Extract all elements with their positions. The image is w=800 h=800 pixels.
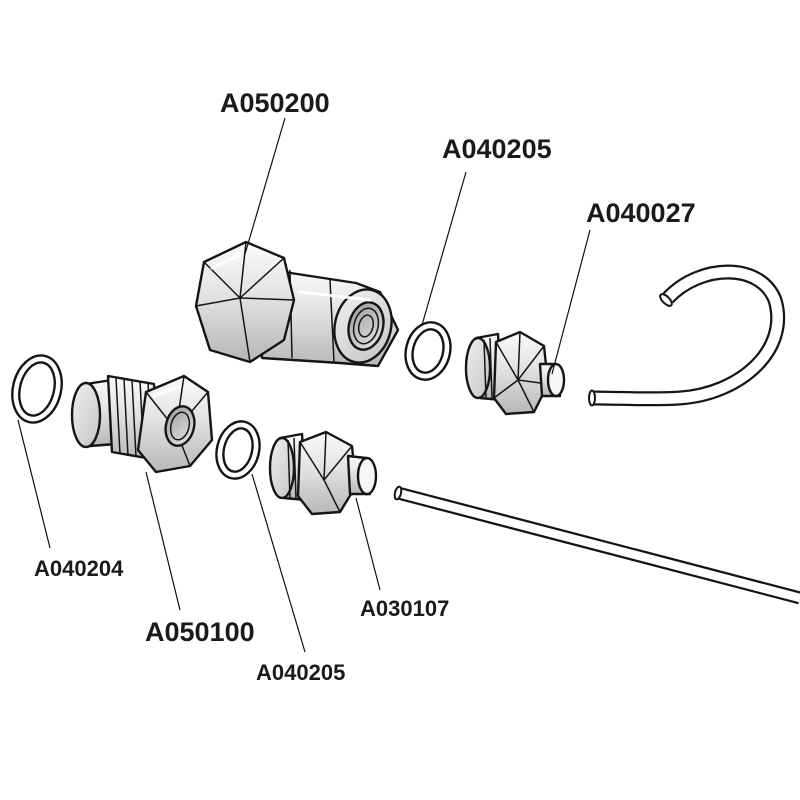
part-label-A050100: A050100 (145, 617, 255, 647)
leader-A040027 (551, 229, 591, 375)
o-ring-A040205-bottom (215, 420, 261, 480)
leader-lines (17, 117, 591, 653)
o-ring-A040205-top (404, 321, 452, 381)
leader-A050100 (145, 471, 181, 611)
straight-tube (393, 485, 800, 605)
part-label-A040204: A040204 (34, 556, 124, 581)
part-label-A040205-top: A040205 (442, 134, 552, 164)
leader-A040204 (17, 419, 51, 549)
part-label-A050200: A050200 (220, 88, 330, 118)
leader-A050200 (244, 117, 286, 255)
part-label-A040205-bottom: A040205 (256, 660, 345, 685)
hex-nipple-A040027 (464, 330, 566, 416)
o-ring-A040204 (11, 354, 63, 424)
hex-nipple-A030107 (268, 430, 378, 516)
part-label-A040027: A040027 (586, 198, 696, 228)
curved-tube (588, 264, 786, 407)
adapter-fitting-A050200 (194, 240, 400, 368)
leader-A030107 (355, 497, 381, 591)
part-label-A030107: A030107 (360, 596, 449, 621)
leader-A040205-bottom (251, 473, 306, 653)
leader-A040205-top (421, 171, 467, 326)
bulkhead-fitting-A050100 (70, 374, 214, 474)
